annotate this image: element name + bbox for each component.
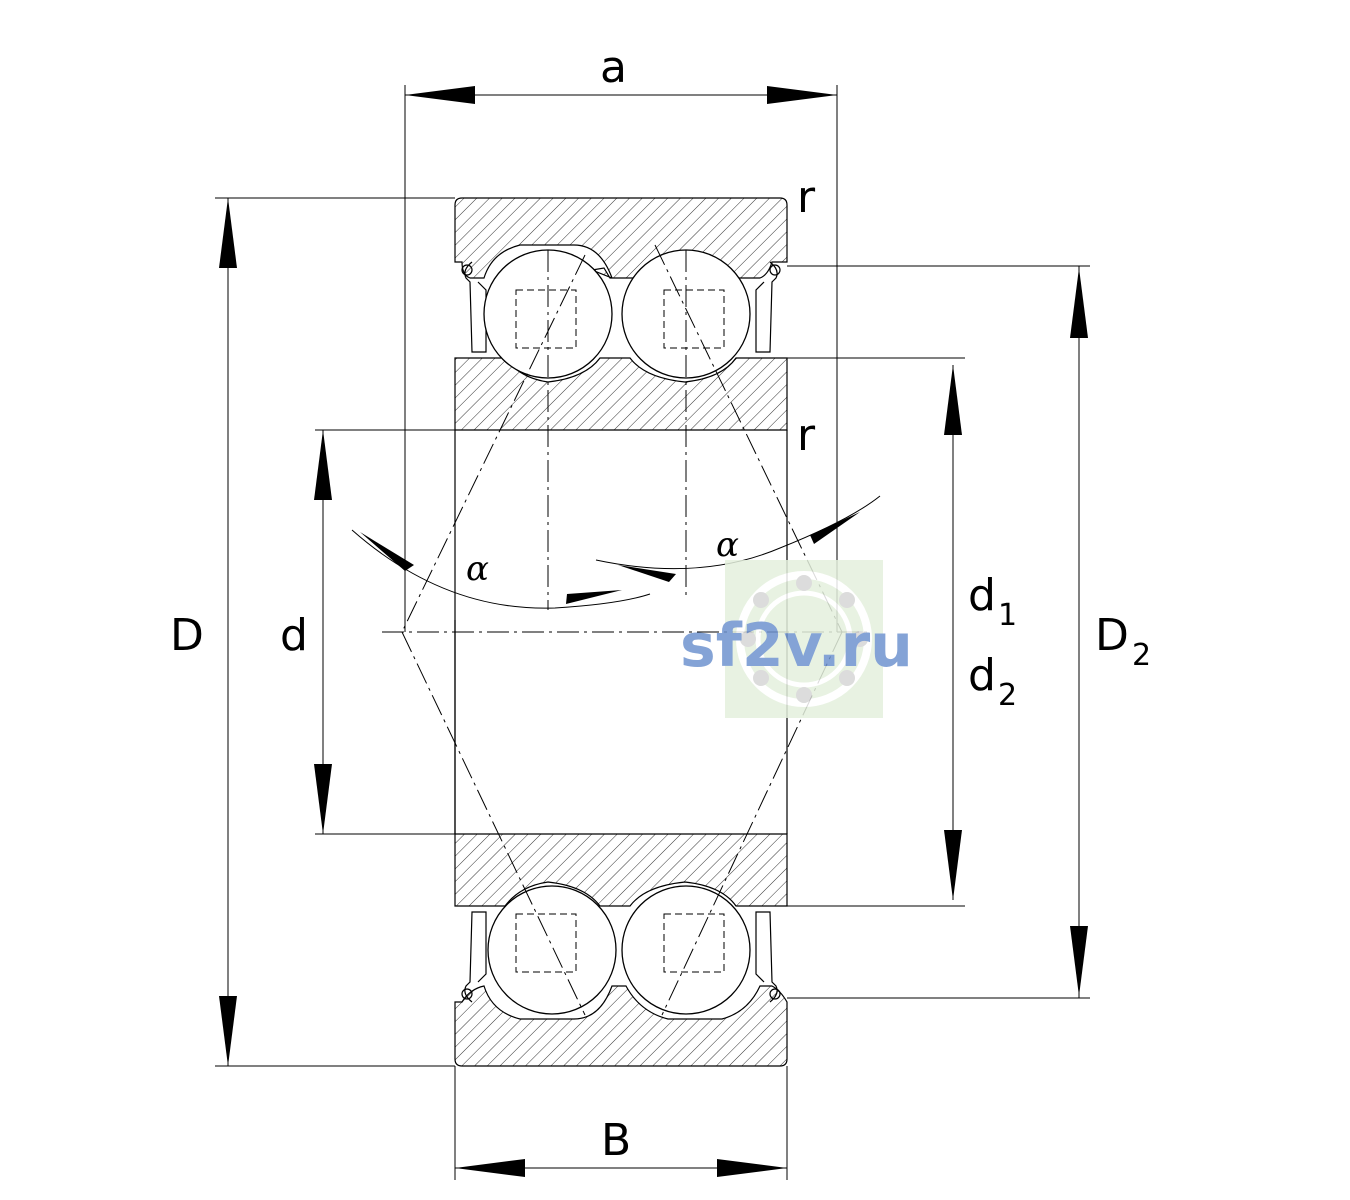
cage-top-left bbox=[515, 289, 577, 349]
cage-bottom-left bbox=[515, 913, 577, 973]
label-D: D bbox=[170, 610, 204, 661]
label-d1-sub: 1 bbox=[998, 598, 1017, 633]
label-d: d bbox=[280, 610, 308, 661]
label-a: a bbox=[600, 42, 627, 93]
watermark-text: sf2v.ru bbox=[680, 611, 913, 681]
inner-ring-bottom bbox=[454, 833, 788, 907]
cage-top-right bbox=[663, 289, 725, 349]
seal-bottom-left bbox=[461, 911, 487, 1003]
center-lines bbox=[382, 244, 870, 1016]
ball-bottom-right bbox=[621, 885, 751, 1015]
label-D2-sub: 2 bbox=[1132, 638, 1151, 673]
label-d2-sub: 2 bbox=[998, 678, 1017, 713]
label-r-top: r bbox=[797, 172, 816, 223]
outer-ring-bottom bbox=[454, 985, 788, 1067]
dim-d bbox=[314, 429, 455, 835]
cage-bottom-right bbox=[663, 913, 725, 973]
dim-a bbox=[404, 85, 838, 632]
inner-ring-top bbox=[454, 357, 788, 431]
label-alpha-right: α bbox=[716, 525, 739, 565]
label-alpha-left: α bbox=[466, 549, 489, 589]
label-B: B bbox=[601, 1115, 631, 1166]
arrow-alpha-right-1 bbox=[618, 565, 676, 582]
ball-bottom-left bbox=[487, 885, 617, 1015]
arrow-alpha-left-2 bbox=[566, 590, 622, 604]
dim-D bbox=[215, 197, 455, 1067]
seal-bottom-right bbox=[755, 911, 781, 1003]
label-d1: d bbox=[968, 570, 996, 621]
bearing-icon bbox=[736, 571, 872, 707]
watermark: sf2v.ru bbox=[680, 560, 913, 718]
dim-B bbox=[454, 1066, 788, 1180]
label-D2: D bbox=[1095, 610, 1129, 661]
arrow-alpha-right-2 bbox=[810, 512, 860, 544]
dim-d1-d2 bbox=[787, 357, 965, 907]
seal-top-left bbox=[461, 261, 487, 353]
label-r-mid: r bbox=[797, 410, 816, 461]
dim-D2 bbox=[787, 265, 1090, 999]
seal-top-right bbox=[755, 261, 781, 353]
arrow-alpha-left-1 bbox=[360, 532, 414, 571]
label-d2: d bbox=[968, 650, 996, 701]
